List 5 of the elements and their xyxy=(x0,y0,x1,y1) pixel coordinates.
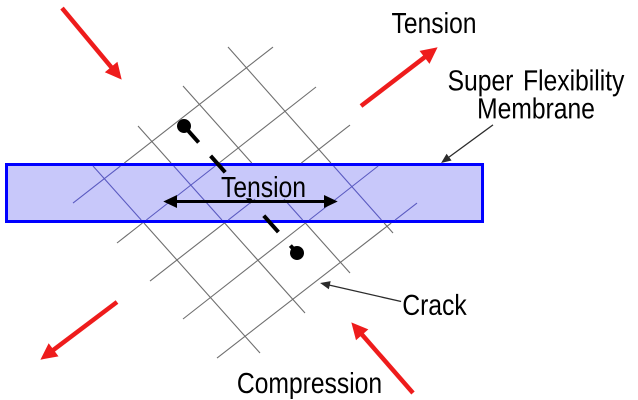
force-label: Tension xyxy=(392,12,475,34)
force-label: Tension xyxy=(220,175,307,198)
membrane-band xyxy=(5,163,484,223)
callout-text: Crack xyxy=(404,294,467,316)
callout-text: Super Flexibility Membrane xyxy=(448,69,624,119)
